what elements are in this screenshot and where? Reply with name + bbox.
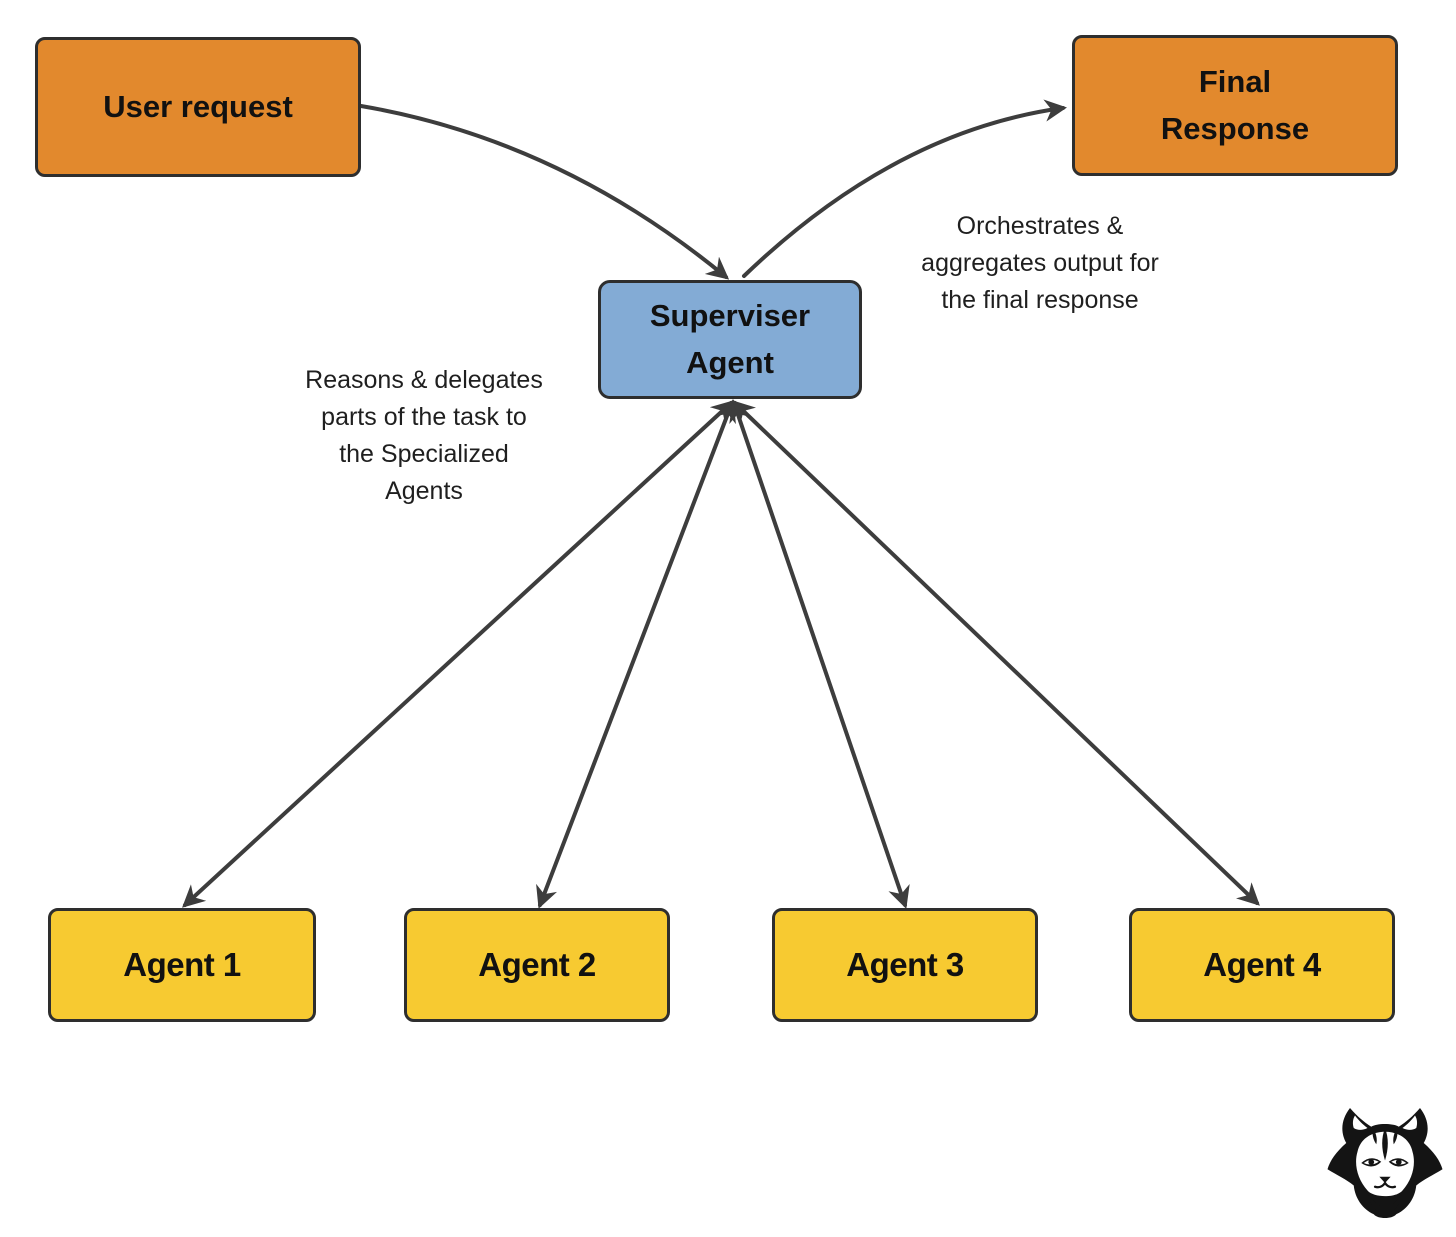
node-agent-1-label: Agent 1 — [123, 946, 241, 984]
node-agent-2: Agent 2 — [404, 908, 670, 1022]
node-final-response-label-line2: Response — [1160, 110, 1310, 146]
annotation-delegates-line3: the Specialized — [339, 440, 509, 468]
annotation-orchestrates-line2: aggregates output for — [921, 249, 1159, 277]
annotation-delegates-line1: Reasons & delegates — [305, 366, 543, 394]
annotation-delegates: Reasons & delegates parts of the task to… — [305, 362, 543, 510]
annotation-delegates-line2: parts of the task to — [321, 403, 527, 431]
node-agent-3: Agent 3 — [772, 908, 1038, 1022]
arrow-supervisor-to-final-response — [742, 99, 1067, 278]
annotation-orchestrates: Orchestrates & aggregates output for the… — [921, 208, 1159, 319]
node-agent-2-label: Agent 2 — [478, 946, 596, 984]
node-final-response-label-line1: Final — [1198, 64, 1272, 99]
node-user-request: User request — [35, 37, 361, 177]
node-final-response: Final Response — [1072, 35, 1398, 176]
node-agent-1: Agent 1 — [48, 908, 316, 1022]
cat-logo — [1327, 1108, 1443, 1218]
node-supervisor-agent: Superviser Agent — [598, 280, 862, 399]
node-user-request-label: User request — [103, 88, 293, 124]
arrow-user-request-to-supervisor — [359, 104, 730, 280]
arrow-supervisor-agent-4 — [732, 400, 1260, 906]
arrow-supervisor-agent-3 — [729, 399, 910, 909]
node-agent-4-label: Agent 4 — [1203, 946, 1321, 984]
node-agent-3-label: Agent 3 — [846, 946, 964, 984]
annotation-orchestrates-line3: the final response — [941, 286, 1139, 314]
arrow-supervisor-agent-2 — [536, 399, 736, 909]
annotation-orchestrates-line1: Orchestrates & — [956, 212, 1124, 240]
node-supervisor-label-line2: Agent — [686, 344, 774, 380]
node-supervisor-label-line1: Superviser — [649, 298, 811, 333]
node-agent-4: Agent 4 — [1129, 908, 1395, 1022]
annotation-delegates-line4: Agents — [385, 477, 463, 505]
